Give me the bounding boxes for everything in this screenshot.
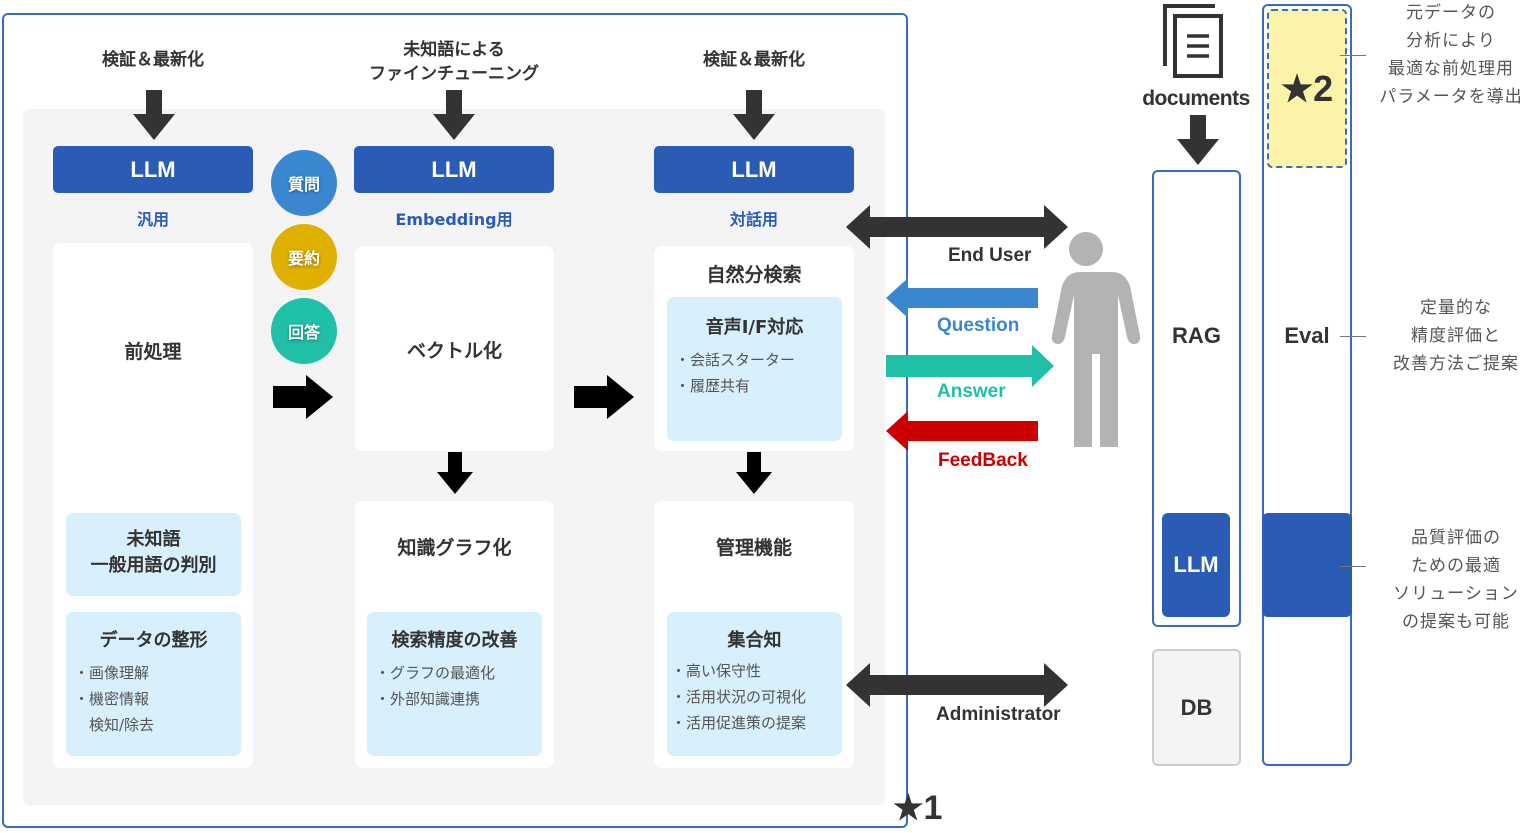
db-box: DB <box>1152 649 1241 766</box>
admin-title: 管理機能 <box>715 537 792 559</box>
data-shaping-box: データの整形 ・画像理解 ・機密情報 検知/除去 <box>66 612 241 756</box>
summary-circle: 要約 <box>271 224 337 290</box>
question-label: Question <box>937 315 1020 336</box>
person-icon <box>1051 232 1140 447</box>
collective-knowledge-title: 集合知 <box>727 630 782 651</box>
end-user-label: End User <box>948 245 1032 266</box>
note-preprocess: 元データの 分析により 最適な前処理用 パラメータを導出 <box>1379 3 1523 107</box>
knowledge-graph-title: 知識グラフ化 <box>397 537 512 559</box>
down-arrow-icon <box>133 90 175 140</box>
eval-solution-block <box>1262 513 1352 617</box>
natural-search-title: 自然分検索 <box>706 264 802 286</box>
voice-if-title: 音声I/F対応 <box>705 317 804 338</box>
right-arrow-icon <box>273 375 333 419</box>
vectorize-title: ベクトル化 <box>406 340 502 362</box>
col3-top-label: 検証＆最新化 <box>703 50 805 70</box>
down-arrow-icon <box>733 90 775 140</box>
col1-top-label: 検証＆最新化 <box>102 50 204 70</box>
feedback-label: FeedBack <box>938 450 1028 471</box>
end-user-double-arrow-icon <box>846 205 1068 249</box>
right-arrow-icon <box>574 375 634 419</box>
llm-dialog-box: LLM <box>654 146 854 193</box>
llm-embedding-box: LLM <box>354 146 554 193</box>
note-solution: 品質評価の ための最適 ソリューション の提案も可能 <box>1393 528 1519 632</box>
note-evaluation: 定量的な 精度評価と 改善方法ご提案 <box>1393 298 1519 374</box>
bullet: ・履歴共有 <box>675 377 751 395</box>
answer-arrow-icon <box>886 345 1054 387</box>
bullet: ・会話スターター <box>675 351 796 369</box>
question-arrow-icon <box>886 278 1038 318</box>
star2-box: ★2 <box>1267 9 1347 168</box>
down-arrow-icon <box>1177 115 1219 165</box>
star1-mark: ★1 <box>893 789 943 827</box>
rag-label: RAG <box>1172 323 1221 348</box>
unknown-word-title: 未知語 一般用語の判別 <box>90 529 217 576</box>
preprocess-title: 前処理 <box>124 341 182 363</box>
bullet: ・活用促進策の提案 <box>671 714 807 732</box>
bullet: ・外部知識連携 <box>375 690 481 708</box>
bullet: ・活用状況の可視化 <box>671 688 807 706</box>
rag-llm-box: LLM <box>1162 513 1230 617</box>
voice-if-box: 音声I/F対応 ・会話スターター ・履歴共有 <box>667 297 842 441</box>
bullet: ・画像理解 <box>74 664 150 682</box>
note-connector <box>1340 336 1366 337</box>
bullet: ・機密情報 <box>74 690 150 708</box>
llm-embedding-sub: Embedding用 <box>395 210 513 229</box>
answer-label: Answer <box>937 381 1006 402</box>
documents-label: documents <box>1142 87 1250 110</box>
down-arrow-icon <box>736 452 772 494</box>
star2-mark: ★2 <box>1280 67 1334 109</box>
eval-label: Eval <box>1284 323 1330 348</box>
search-accuracy-box: 検索精度の改善 ・グラフの最適化 ・外部知識連携 <box>367 612 542 756</box>
llm-dialog-sub: 対話用 <box>729 210 778 229</box>
administrator-double-arrow-icon <box>846 663 1068 707</box>
unknown-word-box: 未知語 一般用語の判別 <box>66 513 241 596</box>
note-connector <box>1340 55 1366 56</box>
llm-general-box: LLM <box>53 146 253 193</box>
feedback-arrow-icon <box>886 411 1038 451</box>
bullet: 検知/除去 <box>74 716 155 734</box>
llm-general-sub: 汎用 <box>136 210 169 229</box>
question-circle: 質問 <box>271 150 337 216</box>
documents-icon <box>1163 4 1223 78</box>
down-arrow-icon <box>437 452 473 494</box>
bullet: ・高い保守性 <box>671 662 762 680</box>
bullet: ・グラフの最適化 <box>375 664 496 682</box>
note-connector <box>1340 566 1366 567</box>
search-accuracy-title: 検索精度の改善 <box>391 630 518 651</box>
data-shaping-title: データの整形 <box>99 630 208 651</box>
administrator-label: Administrator <box>936 704 1061 725</box>
col2-top-label: 未知語による ファインチューニング <box>369 40 539 84</box>
collective-knowledge-box: 集合知 ・高い保守性 ・活用状況の可視化 ・活用促進策の提案 <box>667 612 842 756</box>
down-arrow-icon <box>433 90 475 140</box>
answer-circle: 回答 <box>271 298 337 364</box>
vectorize-card: ベクトル化 <box>355 246 554 451</box>
